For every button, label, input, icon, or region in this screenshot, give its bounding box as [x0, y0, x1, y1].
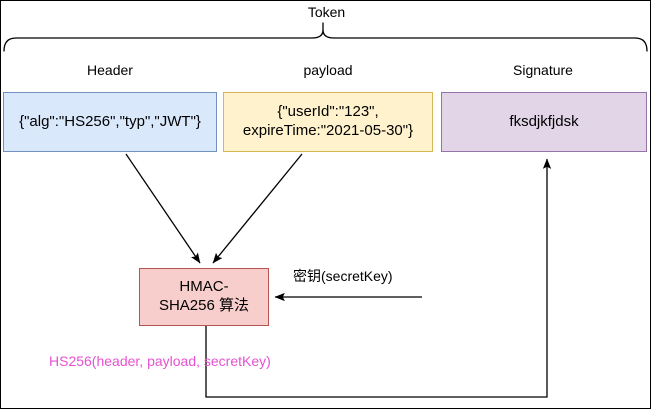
payload-box-line-1: {"userId":"123",: [277, 103, 379, 121]
secretkey-label: 密钥(secretKey): [293, 268, 393, 284]
signature-box: fksdjkfjdsk: [441, 92, 647, 152]
formula-text: HS256(header, payload, secretKey): [49, 353, 271, 369]
algorithm-box: HMAC- SHA256 算法: [139, 268, 269, 326]
header-caption: Header: [87, 62, 133, 78]
edge-payload-to-algorithm: [212, 153, 303, 264]
header-box-text: {"alg":"HS256","typ","JWT"}: [19, 112, 201, 130]
algorithm-box-text: HMAC- SHA256 算法: [159, 278, 249, 316]
algorithm-box-line-1: HMAC-: [179, 278, 229, 296]
payload-box-line-2: expireTime:"2021-05-30"}: [242, 122, 414, 139]
signature-caption: Signature: [513, 62, 573, 78]
token-brace: [3, 22, 648, 52]
token-title: Token: [307, 4, 346, 20]
header-box: {"alg":"HS256","typ","JWT"}: [3, 92, 217, 152]
payload-box: {"userId":"123", expireTime:"2021-05-30"…: [223, 92, 433, 152]
payload-box-text: {"userId":"123", expireTime:"2021-05-30"…: [243, 103, 413, 141]
edge-header-to-algorithm: [125, 153, 201, 264]
payload-caption: payload: [303, 62, 353, 78]
algorithm-box-line-2: SHA256 算法: [158, 297, 250, 314]
signature-box-text: fksdjkfjdsk: [509, 112, 579, 130]
